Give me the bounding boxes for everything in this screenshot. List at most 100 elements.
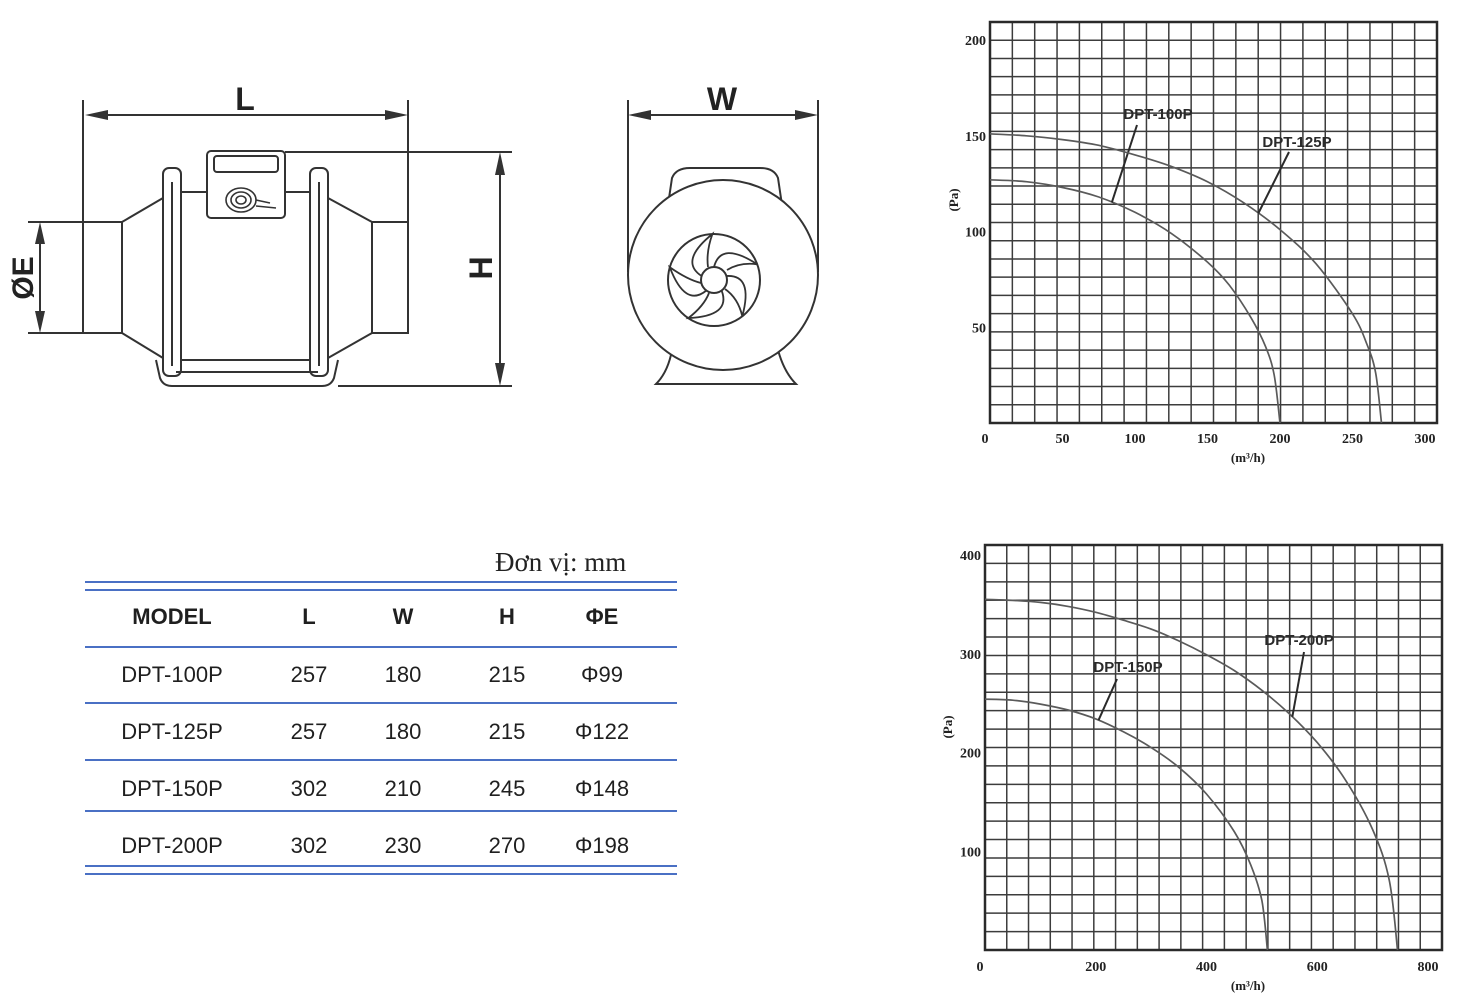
arrow-head-icon (85, 110, 108, 120)
y-axis-unit-label: (Pa) (940, 715, 955, 738)
diameter-label: ØE (7, 256, 40, 299)
impeller-blades-icon (667, 231, 758, 320)
column-header-w: W (392, 604, 414, 629)
arrow-head-icon (385, 110, 408, 120)
series-curve-dpt-200p (984, 598, 1399, 951)
cell-diameter: Φ122 (574, 719, 630, 744)
table-bottom-rule (85, 865, 677, 867)
x-tick-label: 100 (1125, 432, 1146, 447)
cell-h: 270 (488, 833, 526, 858)
impeller-ring (667, 233, 761, 327)
cell-diameter: Φ148 (574, 776, 630, 801)
y-tick-label: 150 (965, 130, 986, 145)
arrow-head-icon (795, 110, 818, 120)
cable-gland-icon (225, 187, 277, 213)
series-curve-dpt-150p (984, 698, 1269, 951)
x-tick-label: 200 (1270, 432, 1291, 447)
series-leader-line-dpt-150p (1097, 678, 1118, 721)
x-tick-label: 150 (1197, 432, 1218, 447)
y-tick-label: 300 (960, 648, 981, 663)
y-tick-label: 100 (965, 226, 986, 241)
series-leader-line-dpt-100p (1110, 124, 1138, 203)
series-label-dpt-125p: DPT-125P (1262, 134, 1331, 151)
cell-h: 215 (488, 719, 526, 744)
x-axis-unit-label: (m³/h) (1231, 450, 1265, 465)
y-tick-label: 200 (960, 747, 981, 762)
y-tick-label: 400 (960, 549, 981, 564)
table-top-rule (85, 589, 677, 591)
housing-taper (121, 197, 164, 223)
table-rule (85, 646, 677, 648)
mounting-bracket (155, 359, 339, 387)
column-header-model: MODEL (132, 604, 212, 629)
series-label-dpt-200p: DPT-200P (1264, 632, 1333, 649)
unit-note: Đơn vị: mm (495, 547, 627, 577)
table-rule (85, 702, 677, 704)
arrow-head-icon (35, 311, 45, 333)
x-tick-label: 300 (1415, 432, 1436, 447)
arrow-head-icon (628, 110, 651, 120)
series-label-dpt-150p: DPT-150P (1093, 659, 1162, 676)
y-tick-label: 50 (972, 321, 986, 336)
table-row: DPT-125P 257 180 215 Φ122 (85, 713, 677, 751)
plot-frame (988, 20, 1439, 425)
housing-taper (327, 332, 373, 359)
arrow-head-icon (495, 363, 505, 386)
y-tick-label: 100 (960, 845, 981, 860)
x-tick-label: 600 (1307, 960, 1328, 975)
performance-chart-2: 100 200 300 400 0 200 400 600 800 (m³/h) (Pa) DPT-1… (940, 543, 1444, 993)
x-tick-label: 800 (1418, 960, 1439, 975)
inlet-duct-stub (82, 221, 123, 334)
table-row: DPT-150P 302 210 245 Φ148 (85, 770, 677, 808)
y-axis-unit-label: (Pa) (946, 188, 961, 211)
cell-w: 180 (384, 662, 422, 687)
cell-l: 302 (290, 776, 328, 801)
series-leader-line-dpt-125p (1257, 151, 1290, 214)
cell-h: 245 (488, 776, 526, 801)
x-tick-label: 50 (1056, 432, 1070, 447)
x-tick-label: 250 (1342, 432, 1363, 447)
fan-housing-circle (627, 179, 819, 371)
arrow-head-icon (35, 222, 45, 244)
table-header-row: MODEL L W H ΦE (85, 598, 677, 636)
cell-diameter: Φ198 (574, 833, 630, 858)
length-label: L (235, 81, 255, 117)
side-view-drawing (28, 100, 512, 387)
table-row: DPT-200P 302 230 270 Φ198 (85, 827, 677, 865)
junction-box-lid (213, 155, 279, 173)
series-curve-dpt-100p (989, 178, 1281, 424)
cell-w: 210 (384, 776, 422, 801)
height-label: H (463, 256, 499, 279)
column-header-h: H (499, 604, 515, 629)
cell-model: DPT-150P (121, 776, 223, 801)
x-axis-unit-label: (m³/h) (1231, 978, 1265, 993)
table-bottom-rule (85, 873, 677, 875)
series-label-dpt-100p: DPT-100P (1123, 106, 1192, 123)
table-rule (85, 759, 677, 761)
cell-l: 257 (290, 719, 328, 744)
cell-w: 180 (384, 719, 422, 744)
outlet-duct-stub (371, 221, 409, 334)
fan-dimension-drawings: L ØE H W (7, 81, 819, 387)
column-header-l: L (302, 604, 316, 629)
front-view-drawing (627, 100, 819, 385)
x-tick-label: 400 (1196, 960, 1217, 975)
cell-model: DPT-200P (121, 833, 223, 858)
cell-model: DPT-100P (121, 662, 223, 687)
cell-l: 257 (290, 662, 328, 687)
housing-taper (327, 197, 373, 223)
housing-taper (121, 332, 164, 359)
arrow-head-icon (495, 152, 505, 175)
column-header-diameter: ΦE (585, 604, 619, 629)
plot-frame (983, 543, 1444, 952)
table-row: DPT-100P 257 180 215 Φ99 (85, 656, 677, 694)
x-tick-label: 200 (1085, 960, 1106, 975)
width-label: W (707, 81, 738, 117)
cell-model: DPT-125P (121, 719, 223, 744)
cell-l: 302 (290, 833, 328, 858)
cell-w: 230 (384, 833, 422, 858)
x-tick-label: 0 (977, 960, 984, 975)
x-tick-label: 0 (982, 432, 989, 447)
